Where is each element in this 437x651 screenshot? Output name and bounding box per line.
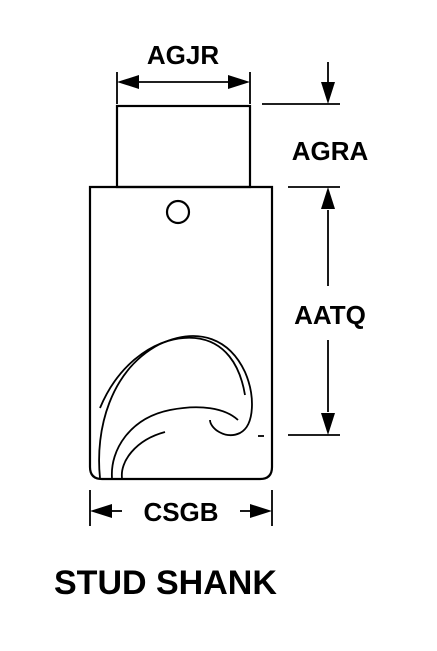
label-agjr: AGJR [147, 40, 219, 70]
label-csgb: CSGB [143, 497, 218, 527]
diagram-title: STUD SHANK [54, 564, 277, 602]
dimension-aatq: AATQ [288, 186, 366, 436]
shank-body [88, 185, 274, 481]
curved-groove [98, 335, 253, 479]
dimension-agra: AGRA [262, 62, 368, 166]
dimension-csgb: CSGB [89, 490, 273, 527]
label-agra: AGRA [292, 136, 369, 166]
shank-head [115, 104, 252, 189]
label-aatq: AATQ [294, 300, 366, 330]
dimension-agjr: AGJR [116, 40, 251, 104]
hole-icon [165, 199, 191, 225]
